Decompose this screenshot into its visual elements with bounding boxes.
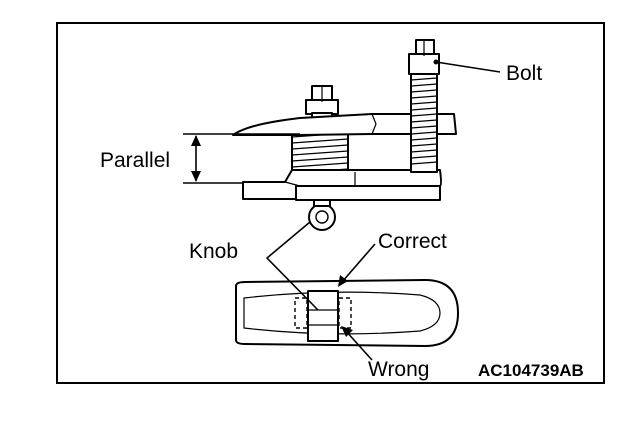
- parallel-label: Parallel: [100, 149, 170, 172]
- figure-code: AC104739AB: [478, 361, 584, 380]
- parallel-dimension: [183, 133, 300, 184]
- fork-clip: [235, 279, 459, 347]
- wrong-leader: [344, 329, 373, 361]
- correct-position: [307, 290, 339, 342]
- main-bolt: [408, 39, 440, 173]
- puller-tool: [232, 39, 457, 231]
- upper-arm: [232, 113, 457, 136]
- wrong-label: Wrong: [368, 358, 429, 381]
- knob-label: Knob: [189, 240, 238, 263]
- bolt-leader: [435, 61, 501, 73]
- correct-label: Correct: [378, 230, 447, 253]
- bolt-label: Bolt: [506, 62, 542, 85]
- knob-leader: [265, 221, 319, 311]
- spring: [291, 129, 349, 177]
- knob-ball: [308, 199, 336, 231]
- correct-leader: [341, 243, 376, 283]
